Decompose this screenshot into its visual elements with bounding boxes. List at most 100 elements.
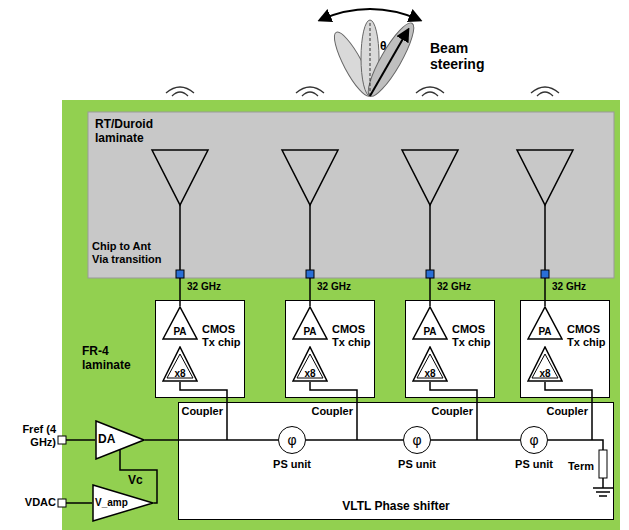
amplifier-label: DA xyxy=(98,433,115,447)
chip-fill xyxy=(285,300,375,398)
phase-symbol: φ xyxy=(521,432,547,448)
radiation-wave xyxy=(531,87,559,93)
radiation-wave xyxy=(296,87,324,93)
amplifier-triangle: PA xyxy=(162,306,198,340)
phase-symbol: φ xyxy=(404,432,430,448)
chip-label: CMOS Tx chip xyxy=(202,323,244,348)
tx-chip-box: CMOS Tx chip PA x8 xyxy=(155,300,245,398)
amplifier-label: x8 xyxy=(292,368,328,380)
wire xyxy=(66,439,95,441)
amplifier-label: PA xyxy=(527,326,563,338)
duroid-region xyxy=(88,112,614,278)
tx-chip-box: CMOS Tx chip PA x8 xyxy=(405,300,495,398)
phase-shifter-fill xyxy=(178,402,614,520)
tx-chip-box: CMOS Tx chip PA x8 xyxy=(285,300,375,398)
feed-line xyxy=(544,205,546,306)
antenna-symbol xyxy=(517,150,573,205)
antenna-symbol xyxy=(282,150,338,205)
via-transition xyxy=(541,270,549,278)
figure-caption: Beam steering xyxy=(430,40,510,72)
termination-label: Term xyxy=(556,460,594,473)
signal-line xyxy=(145,439,278,441)
via-label: Chip to Ant Via transition xyxy=(92,240,170,265)
feed-line xyxy=(429,205,431,306)
resistor-symbol xyxy=(599,450,607,478)
multiplier-triangle: x8 xyxy=(292,346,328,382)
phase-shift-unit: φPS unit xyxy=(278,426,306,454)
laminate-region: RT/Duroid laminate xyxy=(88,112,614,278)
angle-symbol: θ xyxy=(380,40,387,54)
amplifier-label: PA xyxy=(292,326,328,338)
chip-label: CMOS Tx chip xyxy=(332,323,374,348)
ground-symbol xyxy=(599,495,607,497)
pin-pad xyxy=(58,499,66,507)
amplifier-triangle: PA xyxy=(292,306,328,340)
wire xyxy=(66,502,92,504)
signal-name: Vc xyxy=(128,474,143,488)
boresight-line xyxy=(370,22,371,96)
radiation-wave xyxy=(422,92,438,96)
block-title: VLTL Phase shifter xyxy=(179,500,613,514)
unit-caption: PS unit xyxy=(273,458,311,471)
chip-fill xyxy=(405,300,495,398)
driver-amplifier: V_amp xyxy=(92,484,154,522)
unit-caption: PS unit xyxy=(515,458,553,471)
amplifier-label: PA xyxy=(412,326,448,338)
via-transition xyxy=(306,270,314,278)
amplifier-triangle: PA xyxy=(412,306,448,340)
radiation-wave xyxy=(302,92,318,96)
signal-name: Fref (4 GHz) xyxy=(2,423,56,448)
signal-line xyxy=(306,439,403,441)
chip-label: CMOS Tx chip xyxy=(567,323,609,348)
ground-symbol xyxy=(593,487,613,489)
amplifier-label: V_amp xyxy=(95,497,128,509)
laminate-label: FR-4 laminate xyxy=(82,345,144,373)
radiation-wave xyxy=(416,87,444,93)
frequency-label: 32 GHz xyxy=(187,281,221,293)
amplifier-label: PA xyxy=(162,326,198,338)
coupler-label: Coupler xyxy=(423,405,473,418)
radiation-wave xyxy=(537,92,553,96)
frequency-label: 32 GHz xyxy=(437,281,471,293)
antenna-symbol xyxy=(152,150,208,205)
multiplier-triangle: x8 xyxy=(162,346,198,382)
feed-line xyxy=(179,205,181,306)
steering-arc xyxy=(320,9,420,20)
amplifier-triangle: PA xyxy=(527,306,563,340)
signal-line xyxy=(431,439,520,441)
chip-label: CMOS Tx chip xyxy=(452,323,494,348)
driver-amplifier: DA xyxy=(95,420,145,460)
phase-shifter-box: VLTL Phase shifterφPS unitφPS unitφPS un… xyxy=(178,402,614,520)
chip-fill xyxy=(155,300,245,398)
pin-pad xyxy=(58,436,66,444)
signal-name: VDAC xyxy=(2,496,56,509)
chip-fill xyxy=(520,300,610,398)
coupler-label: Coupler xyxy=(303,405,353,418)
coupler-label: Coupler xyxy=(538,405,588,418)
antenna-symbol xyxy=(402,150,458,205)
phase-symbol: φ xyxy=(279,432,305,448)
antennas xyxy=(152,87,592,440)
feed-line xyxy=(309,205,311,306)
amplifier-label: x8 xyxy=(162,368,198,380)
phase-shift-unit: φPS unit xyxy=(520,426,548,454)
beam-arrow xyxy=(370,30,408,96)
frequency-label: 32 GHz xyxy=(552,281,586,293)
unit-caption: PS unit xyxy=(398,458,436,471)
frequency-label: 32 GHz xyxy=(317,281,351,293)
radiation-wave xyxy=(172,92,188,96)
radiation-wave xyxy=(166,87,194,93)
multiplier-triangle: x8 xyxy=(527,346,563,382)
via-transition xyxy=(176,270,184,278)
beam-lobes xyxy=(328,18,420,101)
coupler-label: Coupler xyxy=(173,405,223,418)
wire xyxy=(602,478,604,488)
phase-shift-unit: φPS unit xyxy=(403,426,431,454)
region-title: RT/Duroid laminate xyxy=(95,118,167,146)
tx-chip-box: CMOS Tx chip PA x8 xyxy=(520,300,610,398)
wire xyxy=(548,440,603,450)
amplifier-label: x8 xyxy=(527,368,563,380)
fr4-board xyxy=(62,100,620,530)
ground-symbol xyxy=(596,491,610,493)
amplifier-label: x8 xyxy=(412,368,448,380)
